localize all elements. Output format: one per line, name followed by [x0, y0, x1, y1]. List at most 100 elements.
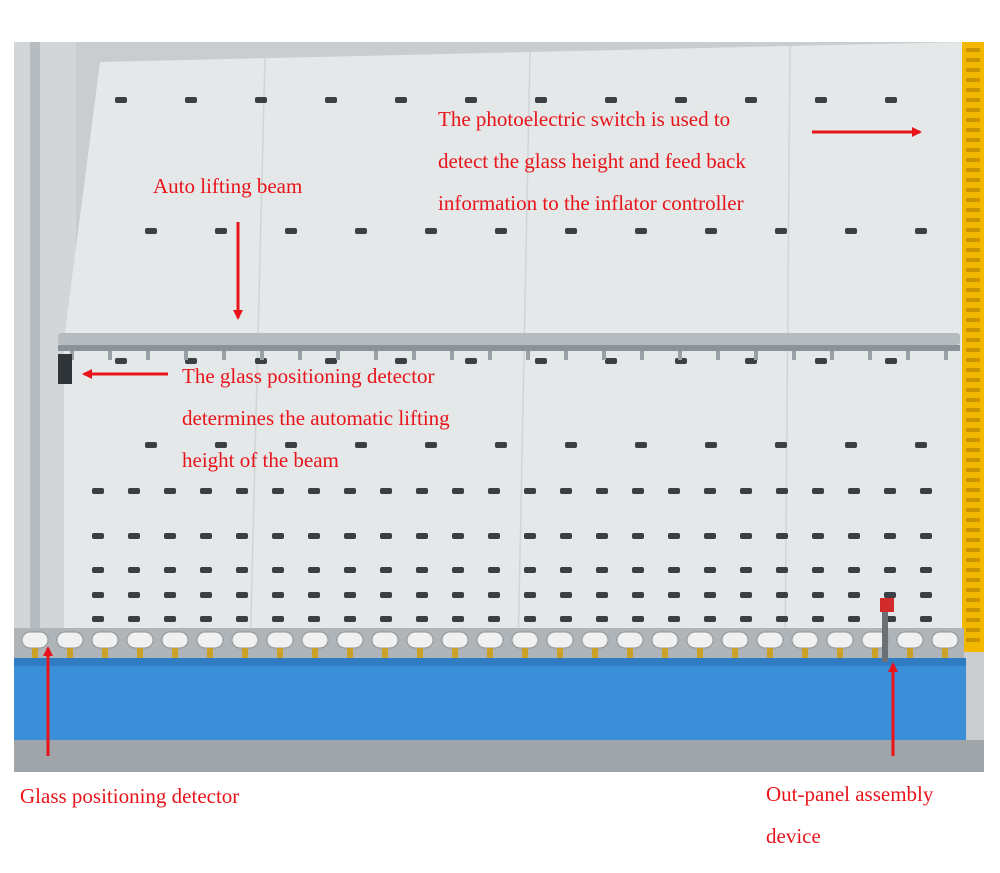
rail-tooth: [966, 598, 980, 602]
roller-bracket: [802, 648, 808, 658]
suction-cup: [164, 616, 176, 622]
roller: [931, 631, 959, 649]
suction-cup: [885, 97, 897, 103]
label-out-panel-line: Out-panel assembly: [766, 782, 934, 806]
roller: [826, 631, 854, 649]
suction-cup: [344, 592, 356, 598]
rail-tooth: [966, 78, 980, 82]
suction-cup: [848, 592, 860, 598]
rail-tooth: [966, 378, 980, 382]
roller: [511, 631, 539, 649]
suction-cup: [215, 228, 227, 234]
suction-cup: [344, 616, 356, 622]
rail-tooth: [966, 248, 980, 252]
suction-cup: [812, 592, 824, 598]
suction-cup: [308, 592, 320, 598]
roller: [91, 631, 119, 649]
suction-cup: [416, 533, 428, 539]
suction-cup: [164, 533, 176, 539]
roller-bracket: [172, 648, 178, 658]
rail-tooth: [966, 358, 980, 362]
suction-cup: [128, 567, 140, 573]
roller: [231, 631, 259, 649]
rail-tooth: [966, 408, 980, 412]
suction-cup: [236, 533, 248, 539]
suction-cup: [308, 567, 320, 573]
suction-cup: [416, 567, 428, 573]
beam-hook: [906, 351, 910, 360]
rail-tooth: [966, 178, 980, 182]
suction-cup: [236, 592, 248, 598]
suction-cup: [596, 592, 608, 598]
suction-cup: [740, 592, 752, 598]
roller: [476, 631, 504, 649]
suction-cup: [452, 567, 464, 573]
suction-cup: [885, 358, 897, 364]
rail-tooth: [966, 158, 980, 162]
rail-tooth: [966, 318, 980, 322]
rail-tooth: [966, 638, 980, 642]
beam-hook: [716, 351, 720, 360]
rail-tooth: [966, 208, 980, 212]
rail-tooth: [966, 58, 980, 62]
suction-cup: [812, 488, 824, 494]
rail-tooth: [966, 98, 980, 102]
suction-cup: [128, 616, 140, 622]
suction-cup: [524, 567, 536, 573]
rail-tooth: [966, 548, 980, 552]
suction-cup: [272, 592, 284, 598]
suction-cup: [535, 97, 547, 103]
suction-cup: [488, 616, 500, 622]
roller-bracket: [592, 648, 598, 658]
suction-cup: [596, 567, 608, 573]
suction-cup: [215, 442, 227, 448]
suction-cup: [128, 592, 140, 598]
suction-cups: [92, 97, 932, 622]
beam-hook: [374, 351, 378, 360]
suction-cup: [704, 488, 716, 494]
roller: [616, 631, 644, 649]
suction-cup: [668, 567, 680, 573]
roller: [686, 631, 714, 649]
rail-tooth: [966, 398, 980, 402]
suction-cup: [776, 533, 788, 539]
roller-bracket: [67, 648, 73, 658]
label-beam: Auto lifting beam: [153, 165, 302, 207]
rail-tooth: [966, 538, 980, 542]
suction-cup: [668, 533, 680, 539]
rail-tooth: [966, 508, 980, 512]
rail-tooth: [966, 108, 980, 112]
suction-cup: [565, 228, 577, 234]
rail-teeth: [966, 48, 980, 642]
suction-cup: [635, 228, 647, 234]
rail-tooth: [966, 308, 980, 312]
suction-cup: [884, 592, 896, 598]
beam-hook: [260, 351, 264, 360]
label-photoelectric-line: The photoelectric switch is used to: [438, 107, 731, 131]
label-glass-positioning-text: Glass positioning detector: [20, 784, 240, 808]
beam-hook: [108, 351, 112, 360]
beam-hook: [412, 351, 416, 360]
suction-cup: [705, 442, 717, 448]
roller: [651, 631, 679, 649]
rail-tooth: [966, 618, 980, 622]
suction-cup: [675, 97, 687, 103]
rail-tooth: [966, 438, 980, 442]
suction-cup: [255, 97, 267, 103]
suction-cup: [920, 488, 932, 494]
suction-cup: [200, 592, 212, 598]
suction-cup: [380, 616, 392, 622]
roller: [266, 631, 294, 649]
suction-cup: [845, 442, 857, 448]
suction-cup: [200, 616, 212, 622]
rail-tooth: [966, 368, 980, 372]
suction-cup: [920, 533, 932, 539]
suction-cup: [560, 592, 572, 598]
suction-cup: [380, 533, 392, 539]
suction-cup: [200, 567, 212, 573]
label-positioning-line: determines the automatic lifting: [182, 406, 450, 430]
suction-cup: [452, 616, 464, 622]
beam-hooks: [70, 351, 948, 360]
suction-cup: [776, 592, 788, 598]
suction-cup: [128, 533, 140, 539]
